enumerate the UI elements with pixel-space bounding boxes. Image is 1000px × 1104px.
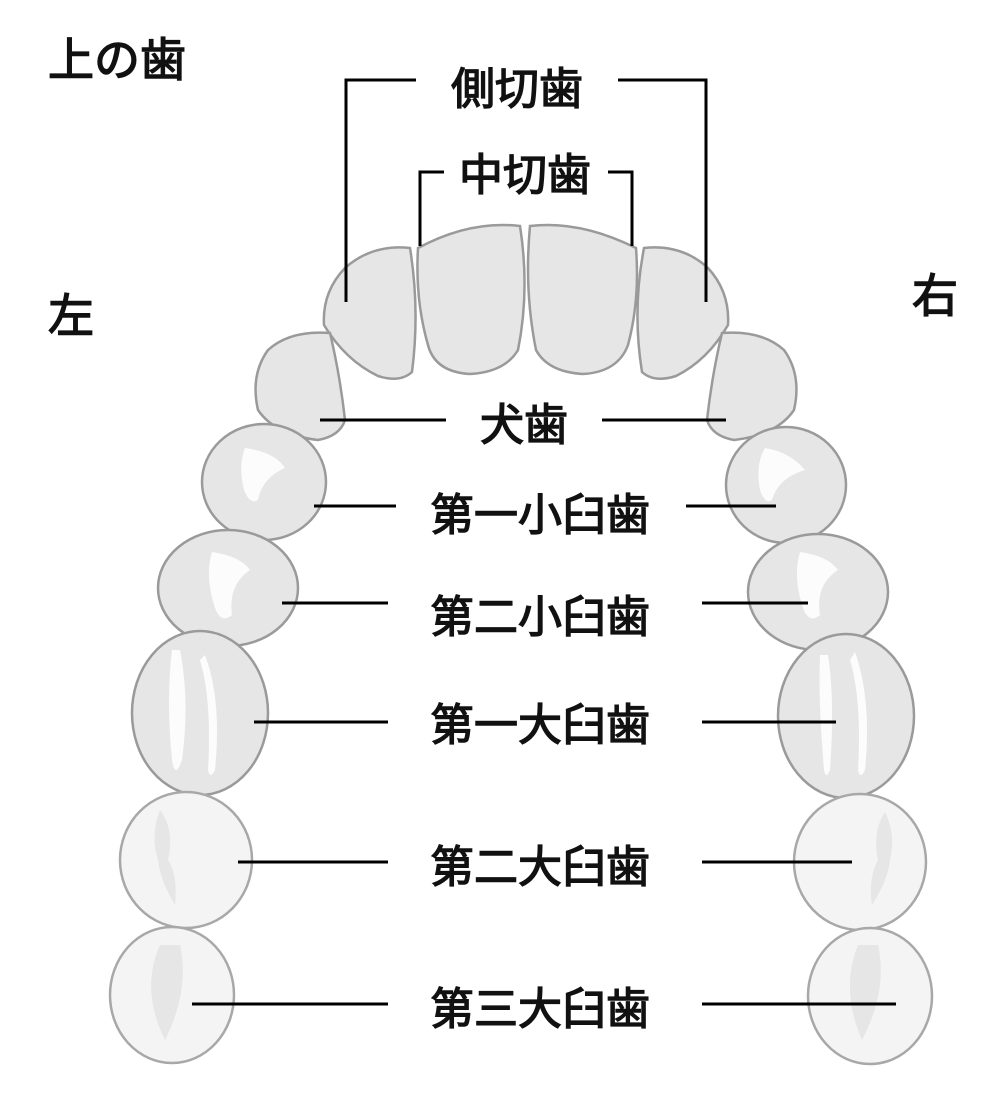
tooth-lateral-incisor-right <box>636 246 730 380</box>
tooth-first-molar-left <box>130 629 270 797</box>
tooth-second-molar-left <box>118 790 254 930</box>
tooth-first-molar-left-groove <box>169 650 186 770</box>
lateral-incisor-bracket-left <box>344 78 416 302</box>
side-left-label: 左 <box>48 289 94 343</box>
label-first-premolar: 第一小臼歯 <box>430 490 650 541</box>
tooth-first-molar-left-groove-2 <box>200 655 218 775</box>
tooth-first-molar-right-groove-2 <box>850 652 868 775</box>
diagram-title: 上の歯 <box>48 33 186 87</box>
label-first-molar: 第一大臼歯 <box>430 700 650 751</box>
tooth-lateral-incisor-left <box>322 246 417 380</box>
tooth-third-molar-left-groove <box>151 945 183 1040</box>
tooth-arch <box>108 223 934 1066</box>
tooth-second-molar-left-groove <box>154 810 176 905</box>
tooth-first-molar-right <box>776 632 916 800</box>
tooth-first-premolar-left-groove <box>241 448 285 502</box>
labels: 上の歯 左 右 側切歯 中切歯 犬歯 第一小臼歯 第二小臼歯 第一大臼歯 第二大… <box>48 33 958 1035</box>
label-central-incisor: 中切歯 <box>459 150 591 201</box>
label-canine: 犬歯 <box>480 400 568 451</box>
tooth-first-premolar-right <box>724 425 848 545</box>
label-third-molar: 第三大臼歯 <box>430 984 650 1035</box>
lateral-incisor-bracket-right <box>618 78 708 302</box>
tooth-central-incisor-right <box>526 223 639 376</box>
tooth-third-molar-right-groove <box>849 945 881 1040</box>
label-second-molar: 第二大臼歯 <box>430 842 650 893</box>
side-right-label: 右 <box>912 269 958 323</box>
leader-lines <box>192 78 896 1006</box>
label-lateral-incisor: 側切歯 <box>450 64 583 115</box>
central-incisor-bracket-left <box>418 170 444 246</box>
tooth-first-molar-right-groove <box>819 655 833 775</box>
tooth-central-incisor-left <box>416 223 526 376</box>
central-incisor-bracket-right <box>608 170 634 246</box>
tooth-canine-right <box>705 331 798 442</box>
label-second-premolar: 第二小臼歯 <box>430 592 650 643</box>
tooth-first-premolar-right-groove <box>758 448 805 502</box>
tooth-second-premolar-left-groove <box>208 552 250 619</box>
tooth-second-molar-right-groove <box>870 812 893 905</box>
